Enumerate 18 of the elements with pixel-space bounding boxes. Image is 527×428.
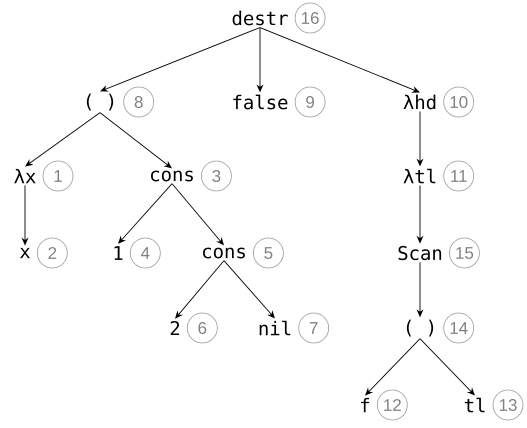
term-label: destr: [232, 10, 288, 26]
term-label: cons: [151, 170, 193, 182]
term-label: λx: [14, 168, 36, 184]
arrow: [100, 112, 172, 168]
term-label: ( ): [86, 94, 114, 110]
term-label: cons: [203, 248, 245, 258]
term-label: Scan: [398, 246, 442, 260]
term-label: λhd: [404, 94, 436, 110]
arrow: [118, 183, 172, 244]
term-label: ( ): [406, 320, 434, 336]
term-label: nil: [260, 320, 290, 336]
term-label: 1: [114, 246, 122, 260]
term-label: λtl: [404, 168, 436, 184]
term-label: 2: [170, 320, 180, 336]
term-label: false: [233, 94, 288, 110]
term-label: tl: [464, 398, 485, 412]
term-label: f: [361, 398, 370, 412]
term-label: x: [20, 248, 30, 258]
